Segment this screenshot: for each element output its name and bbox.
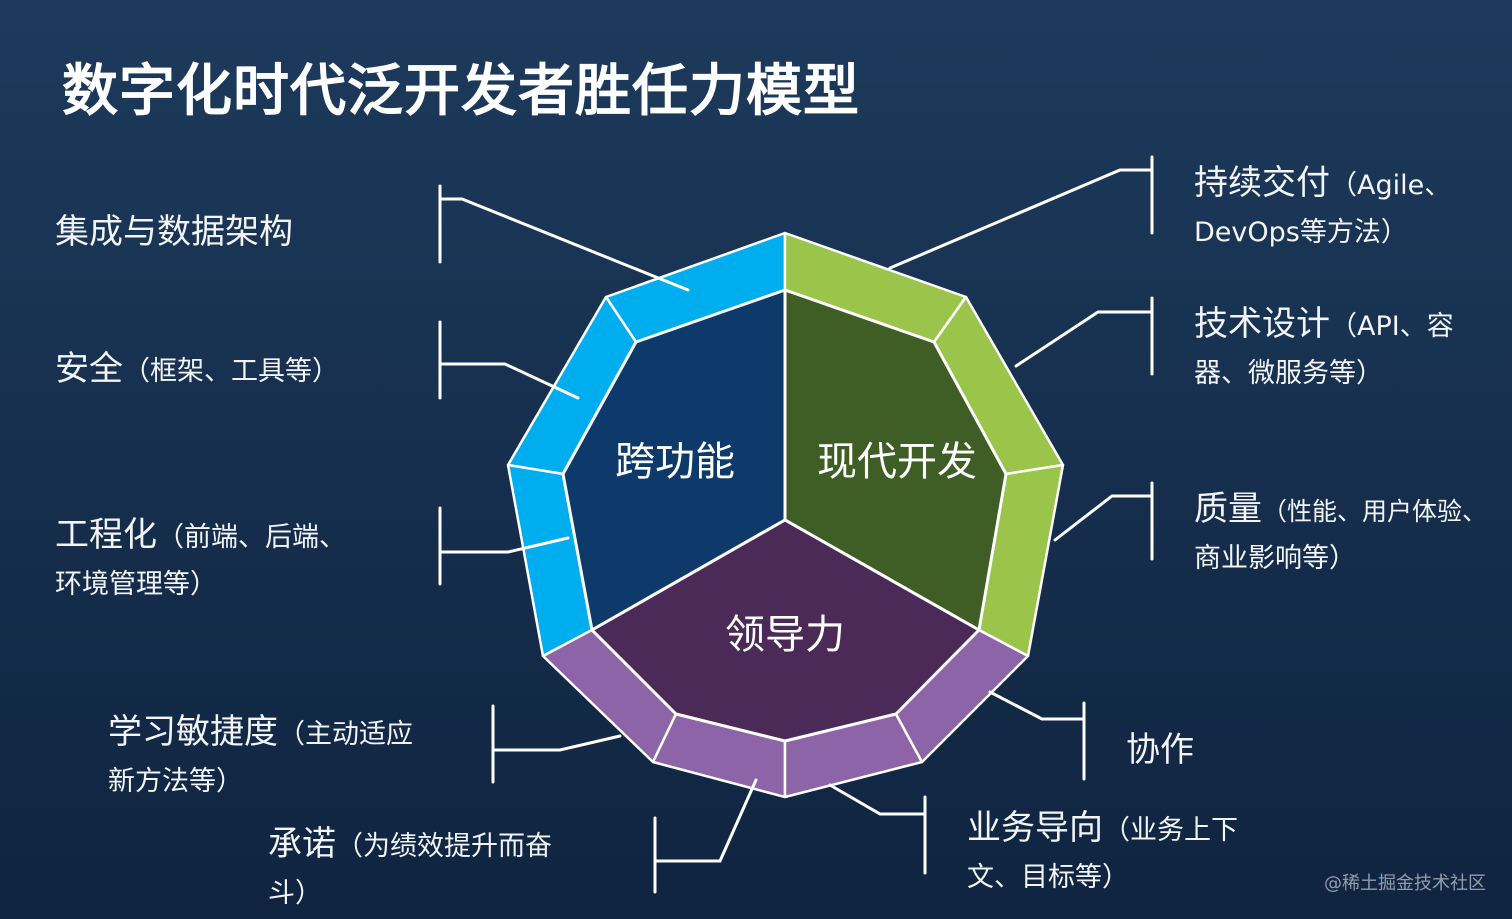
label-commitment-main: 承诺 bbox=[268, 824, 336, 864]
leader-commitment bbox=[653, 778, 758, 863]
leader-learning bbox=[491, 734, 622, 752]
label-collaboration-main: 协作 bbox=[1126, 730, 1194, 770]
label-continuous-delivery-line2: DevOps等方法） bbox=[1194, 217, 1408, 248]
label-learning: 学习敏捷度（主动适应 新方法等） bbox=[108, 704, 413, 798]
label-quality: 质量（性能、用户体验、 商业影响等） bbox=[1194, 481, 1487, 575]
label-engineering-main: 工程化 bbox=[55, 515, 157, 555]
label-engineering: 工程化（前端、后端、 环境管理等） bbox=[55, 507, 346, 601]
label-commitment-detail: （为绩效提升而奋 bbox=[336, 831, 552, 862]
label-quality-line2: 商业影响等） bbox=[1194, 543, 1356, 574]
modern-dev-sector bbox=[783, 288, 1008, 632]
leader-integration bbox=[438, 197, 690, 292]
label-tech-design: 技术设计（API、容 器、微服务等） bbox=[1194, 296, 1454, 390]
label-tech-design-main: 技术设计 bbox=[1194, 304, 1330, 344]
label-quality-main: 质量 bbox=[1194, 489, 1262, 529]
leader-collaboration bbox=[988, 690, 1086, 721]
cross-functional-label: 跨功能 bbox=[615, 439, 735, 485]
label-learning-main: 学习敏捷度 bbox=[108, 712, 278, 752]
label-tech-design-detail: （API、容 bbox=[1330, 311, 1454, 342]
label-engineering-line2: 环境管理等） bbox=[55, 569, 217, 600]
label-commitment: 承诺（为绩效提升而奋 斗） bbox=[268, 816, 552, 910]
modern-dev-label: 现代开发 bbox=[817, 439, 977, 485]
label-engineering-detail: （前端、后端、 bbox=[157, 522, 346, 553]
leader-quality bbox=[1053, 494, 1154, 542]
leader-continuous-delivery bbox=[888, 168, 1154, 270]
label-business-line2: 文、目标等） bbox=[967, 862, 1129, 893]
leadership-ring bbox=[541, 628, 1030, 799]
page-title: 数字化时代泛开发者胜任力模型 bbox=[62, 59, 860, 124]
label-collaboration: 协作 bbox=[1126, 722, 1194, 771]
leadership-sector bbox=[590, 518, 981, 743]
leadership-label: 领导力 bbox=[725, 612, 845, 658]
label-continuous-delivery-detail: （Agile、 bbox=[1330, 170, 1452, 201]
label-learning-detail: （主动适应 bbox=[278, 719, 413, 750]
label-continuous-delivery-main: 持续交付 bbox=[1194, 163, 1330, 203]
label-integration-main: 集成与数据架构 bbox=[55, 212, 293, 252]
label-business-detail: （业务上下 bbox=[1103, 815, 1238, 846]
label-security: 安全（框架、工具等） bbox=[55, 341, 339, 390]
label-business-main: 业务导向 bbox=[967, 808, 1103, 848]
leader-security bbox=[438, 362, 580, 400]
leader-tech-design bbox=[1014, 310, 1154, 368]
label-quality-detail: （性能、用户体验、 bbox=[1262, 497, 1488, 526]
leader-business bbox=[828, 783, 927, 816]
label-commitment-line2: 斗） bbox=[268, 878, 322, 909]
label-tech-design-line2: 器、微服务等） bbox=[1194, 358, 1383, 389]
label-security-main: 安全 bbox=[55, 349, 123, 389]
label-business: 业务导向（业务上下 文、目标等） bbox=[967, 800, 1238, 894]
leader-engineering bbox=[438, 536, 570, 554]
label-security-detail: （框架、工具等） bbox=[123, 356, 339, 387]
watermark: @稀土掘金技术社区 bbox=[1324, 873, 1486, 894]
label-learning-line2: 新方法等） bbox=[108, 766, 243, 797]
label-continuous-delivery: 持续交付（Agile、 DevOps等方法） bbox=[1194, 155, 1451, 249]
connector-lines bbox=[438, 155, 1154, 894]
label-integration: 集成与数据架构 bbox=[55, 204, 293, 253]
